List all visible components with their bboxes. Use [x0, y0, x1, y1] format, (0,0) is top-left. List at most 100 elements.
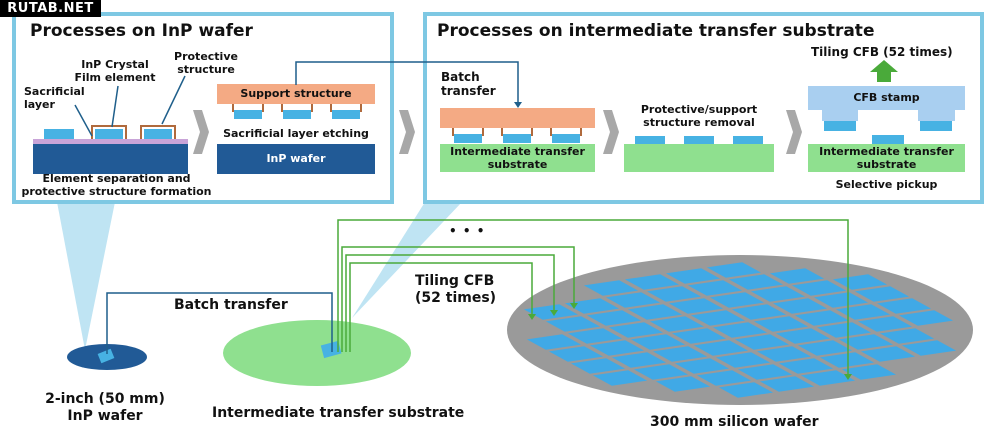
label-crystal-line2: Film element [74, 71, 156, 84]
tiling-cfb-label: Tiling CFB (52 times) [811, 45, 953, 59]
removal-line2: structure removal [643, 116, 755, 129]
wafer-tile [611, 352, 667, 368]
intermediate-substrate-chip [320, 340, 342, 359]
tiling-bottom-line1: Tiling CFB [415, 273, 495, 289]
wafer-tile [633, 364, 689, 380]
silicon-wafer-caption: 300 mm silicon wafer [650, 414, 819, 430]
wafer-tile [646, 286, 702, 302]
intermediate-substrate-step5 [808, 144, 965, 172]
substrate-step3-line1: Intermediate transfer [450, 145, 585, 158]
wafer-tile [589, 340, 645, 356]
label-protective-structure: Protective structure [170, 50, 242, 76]
wafer-tile [523, 304, 579, 320]
inp-wafer-caption-line2: InP wafer [67, 408, 143, 424]
wafer-tile [712, 322, 768, 338]
wafer-tile [674, 358, 730, 374]
wafer-tile [734, 334, 790, 350]
process-arrow-2 [399, 110, 415, 154]
inp-wafer-caption: 2-inch (50 mm) InP wafer [30, 391, 180, 425]
wafer-tile [791, 280, 847, 296]
wafer-tile [860, 346, 916, 362]
label-sacrificial-line2: layer [24, 98, 55, 111]
wafer-tile [750, 286, 806, 302]
label-protective-line1: Protective [174, 50, 238, 63]
wafer-tile [592, 370, 648, 386]
wafer-tile [819, 352, 875, 368]
wafer-tile [775, 328, 831, 344]
wafer-tile [649, 316, 705, 332]
wafer-tile [759, 376, 815, 392]
wafer-tile [608, 322, 664, 338]
wafer-tile [778, 358, 834, 374]
intermediate-substrate-step4 [624, 144, 774, 172]
selective-pickup-label: Selective pickup [835, 178, 938, 191]
batch-line2: transfer [441, 84, 496, 98]
up-arrow [870, 60, 898, 82]
label-batch-transfer: Batch transfer [441, 70, 496, 98]
wafer-tile [816, 322, 872, 338]
wafer-tile [548, 346, 604, 362]
wafer-tile [564, 298, 620, 314]
sacrificial-etching-label: Sacrificial layer etching [223, 127, 369, 140]
wafer-tile [665, 268, 721, 284]
wafer-tile [668, 298, 724, 314]
removal-line1: Protective/support [640, 103, 758, 116]
label-sacrificial-layer: Sacrificial layer [24, 85, 85, 111]
wafer-tile [624, 274, 680, 290]
inp-wafer-caption-line1: 2-inch (50 mm) [45, 391, 165, 407]
wafer-tile [737, 364, 793, 380]
substrate-label-step3: Intermediate transfer substrate [440, 145, 595, 171]
wafer-tile [800, 370, 856, 386]
transfer-connector-lines [106, 61, 519, 354]
label-sacrificial-line1: Sacrificial [24, 85, 85, 98]
cfb-stamp-label: CFB stamp [853, 91, 920, 104]
support-structure-step3 [440, 108, 595, 128]
wafer-tile [756, 346, 812, 362]
wafer-tile [854, 286, 910, 302]
tiling-connector-lines [337, 219, 849, 376]
film-elements-step2 [232, 104, 362, 119]
wafer-tile [583, 280, 639, 296]
label-crystal-line1: InP Crystal [81, 58, 149, 71]
wafer-tile [718, 382, 774, 398]
callout-wedge-inp [57, 202, 115, 350]
ellipsis: • • • [449, 224, 486, 238]
intermediate-substrate-disc [223, 320, 411, 386]
caption-line2: protective structure formation [21, 185, 212, 198]
batch-line1: Batch [441, 70, 480, 84]
inp-wafer-step2 [217, 144, 375, 174]
inp-wafer-base [33, 144, 188, 174]
watermark: RUTAB.NET [0, 0, 101, 17]
caption-line1: Element separation and [42, 172, 191, 185]
wafer-tile [835, 304, 891, 320]
label-protective-line2: structure [177, 63, 235, 76]
wafer-tile [876, 298, 932, 314]
wafer-tile [526, 334, 582, 350]
wafer-tile [570, 358, 626, 374]
support-structure-step2 [217, 84, 375, 104]
wafer-tile [841, 364, 897, 380]
wafer-tile [605, 292, 661, 308]
substrate-step5-line2: substrate [856, 158, 917, 171]
caption-element-separation: Element separation and protective struct… [14, 172, 219, 198]
batch-transfer-label: Batch transfer [174, 297, 288, 313]
process-arrow-3 [603, 110, 619, 154]
inp-wafer-chip [97, 348, 115, 364]
wafer-tile [652, 346, 708, 362]
wafer-tile [832, 274, 888, 290]
wafer-tile [731, 304, 787, 320]
substrate-step5-line1: Intermediate transfer [819, 145, 954, 158]
wafer-tile [627, 304, 683, 320]
sacrificial-layer [33, 139, 188, 144]
wafer-tile [709, 292, 765, 308]
wafer-tile [671, 328, 727, 344]
wafer-tile [696, 370, 752, 386]
label-crystal-film: InP Crystal Film element [70, 58, 160, 84]
wafer-tile [769, 268, 825, 284]
process-arrow-1 [193, 110, 209, 154]
panel-transfer-title: Processes on intermediate transfer subst… [437, 21, 875, 41]
wafer-tile [655, 376, 711, 392]
tiling-bottom-line2: (52 times) [415, 290, 497, 306]
panel-inp-title: Processes on InP wafer [30, 21, 253, 41]
wafer-tile [630, 334, 686, 350]
